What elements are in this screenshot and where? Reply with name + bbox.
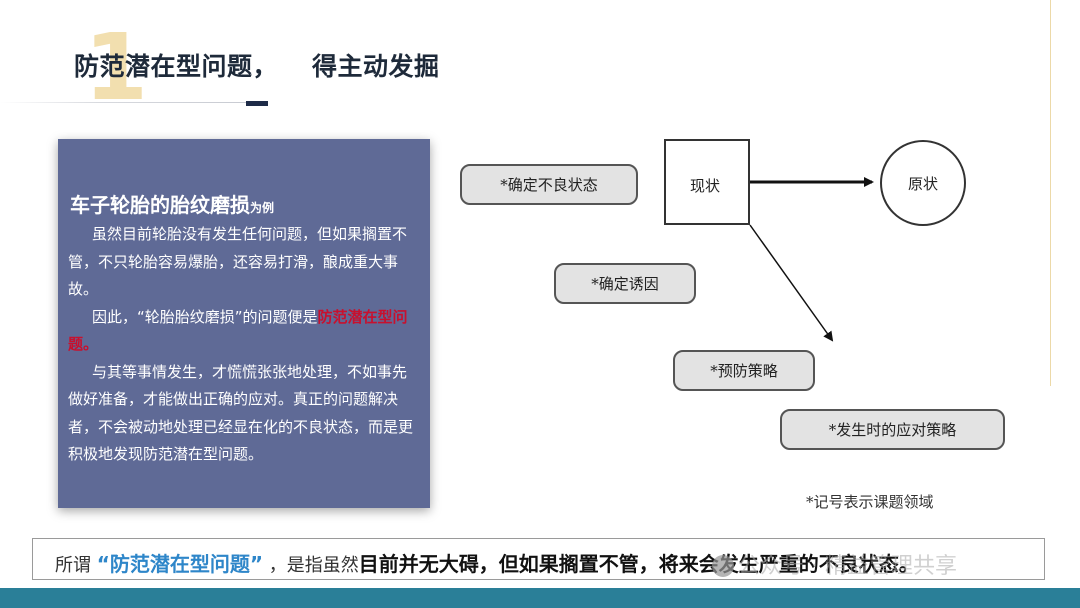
header-accent-bar	[246, 101, 268, 106]
definition-bar: 所谓 “防范潜在型问题” ，是指虽然目前并无大碍，但如果搁置不管，将来会发生严重…	[32, 538, 1045, 580]
watermark-text: 公众号 · 精益管理共享	[738, 554, 957, 579]
example-paragraph-1: 虽然目前轮胎没有发生任何问题，但如果搁置不管，不只轮胎容易爆胎，还容易打滑，酿成…	[68, 221, 420, 304]
diagram-note: *记号表示课题领域	[806, 493, 934, 511]
header-divider	[0, 102, 250, 103]
footer-bar	[0, 588, 1080, 608]
para1-text: 虽然目前轮胎没有发生任何问题，但如果搁置不管，不只轮胎容易爆胎，还容易打滑，酿成…	[68, 225, 408, 298]
pill-response-strategy: *发生时的应对策略	[780, 409, 1005, 450]
pill-confirm-bad-state: *确定不良状态	[460, 164, 638, 205]
definition-term: “防范潜在型问题”	[96, 552, 264, 576]
example-body: 虽然目前轮胎没有发生任何问题，但如果搁置不管，不只轮胎容易爆胎，还容易打滑，酿成…	[68, 221, 420, 469]
para2-text: 因此，“轮胎胎纹磨损”的问题便是	[92, 307, 318, 326]
title-part-1: 防范潜在型问题，	[74, 52, 279, 81]
title-part-2: 得主动发掘	[312, 52, 440, 81]
watermark-icon	[712, 555, 734, 577]
example-paragraph-2: 因此，“轮胎胎纹磨损”的问题便是防范潜在型问题。	[68, 304, 420, 359]
page-title: 防范潜在型问题， 得主动发掘	[74, 50, 440, 84]
arrow-to-prevention	[749, 224, 834, 342]
example-card: 车子轮胎的胎纹磨损为例 虽然目前轮胎没有发生任何问题，但如果搁置不管，不只轮胎容…	[58, 139, 430, 508]
definition-middle: ，是指虽然	[268, 555, 359, 576]
example-title-text: 车子轮胎的胎纹磨损	[70, 193, 250, 217]
para3-text: 与其等事情发生，才慌慌张张地处理，不如事先做好准备，才能做出正确的应对。真正的问…	[68, 362, 414, 464]
pill-confirm-cause: *确定诱因	[554, 263, 696, 304]
definition-emphasis: 目前并无大碍，但如果搁置不管，将来会发生严重的不良状态。	[358, 552, 919, 576]
original-state-circle: 原状	[880, 140, 966, 226]
definition-text: 所谓 “防范潜在型问题” ，是指虽然目前并无大碍，但如果搁置不管，将来会发生严重…	[55, 548, 919, 577]
definition-prefix: 所谓	[55, 555, 91, 576]
example-paragraph-3: 与其等事情发生，才慌慌张张地处理，不如事先做好准备，才能做出正确的应对。真正的问…	[68, 359, 420, 469]
example-title-suffix: 为例	[250, 201, 275, 215]
pill-prevention: *预防策略	[673, 350, 815, 391]
right-accent-line	[1050, 0, 1051, 386]
current-state-box: 现状	[664, 139, 750, 225]
section-number: 1	[84, 14, 149, 121]
example-title: 车子轮胎的胎纹磨损为例	[70, 189, 274, 218]
para2-highlight: 防范潜在型问题。	[68, 307, 408, 354]
